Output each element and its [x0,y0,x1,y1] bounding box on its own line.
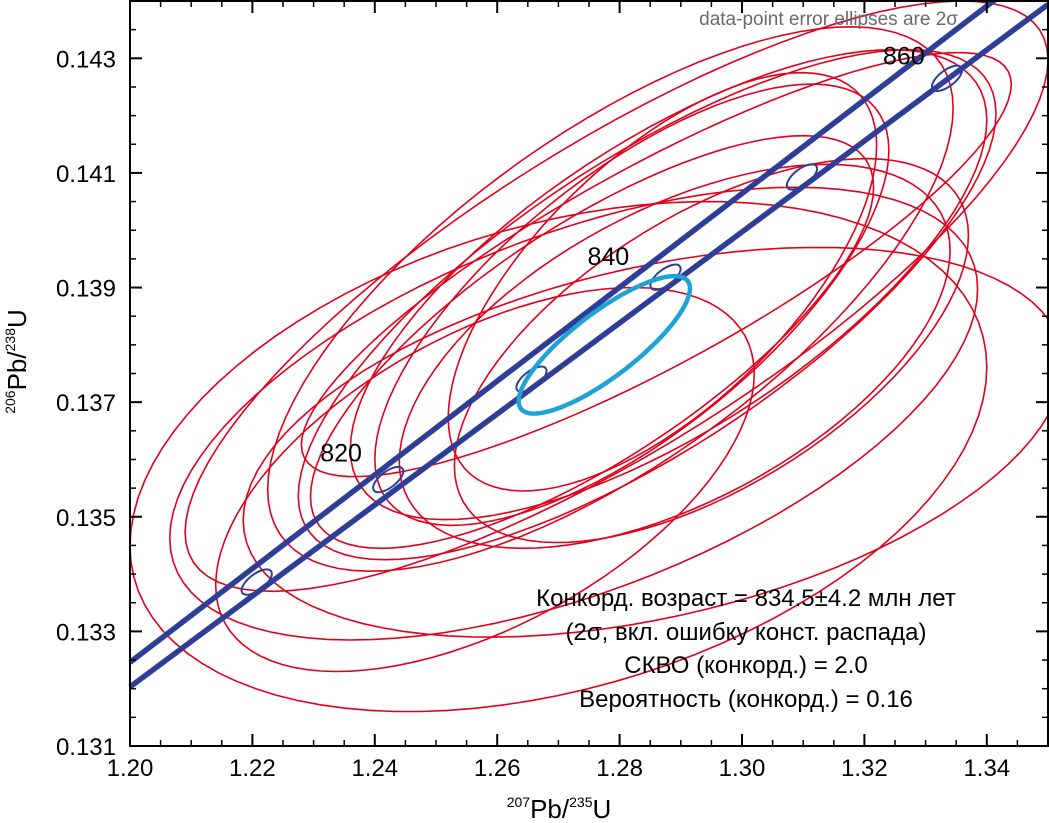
concordia-result-line: Конкорд. возраст = 834.5±4.2 млн лет [536,585,956,612]
data-error-ellipse [266,25,954,573]
concordia-result-line: Вероятность (конкорд.) = 0.16 [579,686,913,713]
concordia-age-marker [372,465,405,494]
y-axis-title-part: 238 [2,328,18,352]
x-tick-label: 1.24 [351,755,398,782]
y-tick-label: 0.135 [56,505,116,532]
x-axis-title: 207Pb/235U [507,794,612,823]
x-tick-label: 1.32 [841,755,888,782]
x-axis-title-part: 235 [569,794,593,810]
concordia-result-line: (2σ, вкл. ошибку конст. распада) [566,619,927,646]
x-axis-title-part: 207 [507,794,531,810]
x-tick-label: 1.26 [474,755,521,782]
data-error-ellipse [309,134,875,550]
concordia-result-line: СКВО (конкорд.) = 2.0 [624,652,868,679]
y-axis-title-part: Pb/ [2,351,32,391]
concordia-age-ellipse-group [516,273,693,416]
error-ellipse-note: data-point error ellipses are 2σ [699,9,958,30]
data-error-ellipse [373,83,890,527]
concordia-age-marker [930,64,964,93]
y-tick-label: 0.133 [56,619,116,646]
data-error-ellipse [168,186,979,641]
concordia-age-marker [240,568,273,596]
plot-frame [129,0,1049,747]
concordia-age-marker [515,365,548,393]
data-error-ellipse [242,246,1049,638]
data-error-ellipse [349,48,988,521]
y-axis-title-part: 206 [2,390,18,414]
concordia-age-marker [785,163,819,191]
plot-text: 1.20 1.22 1.24 1.26 1.28 1.30 1.32 1.34 0.131 0.1… [2,9,1010,823]
x-tick-label: 1.34 [963,755,1010,782]
y-tick-label: 0.141 [56,161,116,188]
concordia-line-lower [128,2,1049,690]
x-axis-title-part: U [592,794,611,823]
x-tick-label: 1.28 [596,755,643,782]
data-error-ellipse [214,286,756,673]
concordia-age-label: 840 [588,243,630,271]
data-error-ellipse [297,48,997,561]
x-tick-label: 1.22 [229,755,276,782]
concordia-age-marker [649,263,682,291]
x-tick-label: 1.30 [719,755,766,782]
concordia-age-label: 860 [883,42,925,70]
y-tick-label: 0.131 [56,734,116,761]
concordia-age-label: 820 [320,440,362,468]
concordia-age-markers [240,64,964,596]
y-tick-label: 0.143 [56,46,116,73]
x-axis-title-part: Pb/ [530,794,570,823]
y-tick-label: 0.137 [56,390,116,417]
y-axis-title: 206Pb/238U [2,309,32,414]
concordia-age-ellipse [516,273,693,416]
concordia-line-upper [128,0,1000,665]
concordia-band [128,0,1049,690]
data-error-ellipse [184,0,1049,593]
y-tick-label: 0.139 [56,276,116,303]
x-tick-label: 1.20 [107,755,154,782]
y-axis-title-part: U [2,309,32,328]
data-error-ellipse [398,163,951,550]
